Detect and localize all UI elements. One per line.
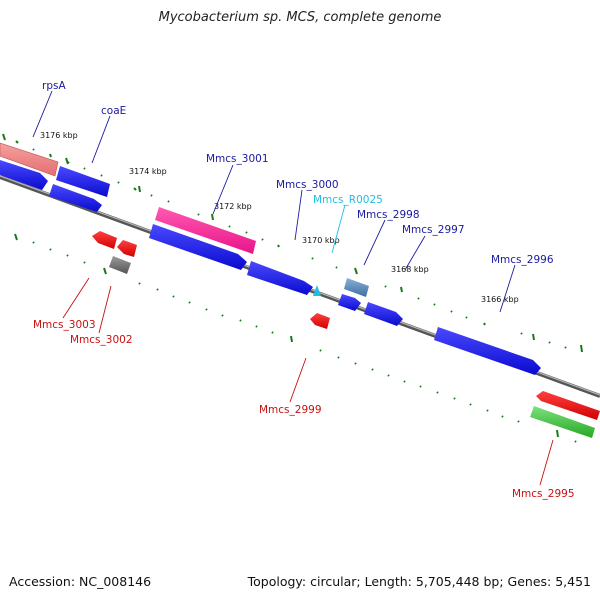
tick-label: 3166 kbp xyxy=(481,295,519,304)
leader-lines xyxy=(32,90,554,486)
label-Mmcs_2999[interactable]: Mmcs_2999 xyxy=(259,404,322,416)
blue-gene-d[interactable] xyxy=(338,294,361,311)
upper-tick-track xyxy=(2,133,583,353)
label-Mmcs_2995[interactable]: Mmcs_2995 xyxy=(512,488,575,500)
label-Mmcs_3003[interactable]: Mmcs_3003 xyxy=(33,319,96,331)
blue-gene-b[interactable] xyxy=(49,184,102,212)
label-coaE[interactable]: coaE xyxy=(101,105,126,117)
blue-gene-c[interactable] xyxy=(149,224,247,270)
tick-label: 3168 kbp xyxy=(391,265,429,274)
genome-summary-text: Topology: circular; Length: 5,705,448 bp… xyxy=(247,574,591,589)
label-Mmcs_3001[interactable]: Mmcs_3001 xyxy=(206,153,269,165)
Mmcs_3003-gene[interactable] xyxy=(92,231,117,249)
label-Mmcs_3000[interactable]: Mmcs_3000 xyxy=(276,179,339,191)
tick-label: 3176 kbp xyxy=(40,131,78,140)
Mmcs_3000-gene[interactable] xyxy=(247,261,313,295)
label-Mmcs_2998[interactable]: Mmcs_2998 xyxy=(357,209,420,221)
tick-labels: 3176 kbp 3174 kbp 3172 kbp 3170 kbp 3168… xyxy=(40,131,519,304)
forward-gene-labels: rpsA coaE Mmcs_3001 Mmcs_3000 Mmcs_R0025… xyxy=(42,80,554,266)
Mmcs_R0025-feature[interactable] xyxy=(313,285,321,296)
lower-tick-track xyxy=(14,233,577,443)
label-Mmcs_2997[interactable]: Mmcs_2997 xyxy=(402,224,465,236)
forward-strand-features xyxy=(0,142,541,375)
Mmcs_2996-gene[interactable] xyxy=(434,327,541,375)
Mmcs_3002-gene[interactable] xyxy=(109,256,131,274)
Mmcs_2999-gene[interactable] xyxy=(310,313,330,329)
accession-text: Accession: NC_008146 xyxy=(9,574,152,589)
label-Mmcs_3002[interactable]: Mmcs_3002 xyxy=(70,334,133,346)
tick-label: 3174 kbp xyxy=(129,167,167,176)
coaE-gene[interactable] xyxy=(56,166,110,197)
Mmcs_3001-gene[interactable] xyxy=(155,207,256,254)
Mmcs_2995-gene[interactable] xyxy=(530,406,595,438)
map-title: Mycobacterium sp. MCS, complete genome xyxy=(158,10,442,25)
rpsA-gene[interactable] xyxy=(0,142,59,177)
reverse-gene-labels: Mmcs_3003 Mmcs_3002 Mmcs_2999 Mmcs_2995 xyxy=(33,319,575,500)
reverse-strand-features xyxy=(92,231,600,438)
blue-gene-a[interactable] xyxy=(0,160,48,190)
label-Mmcs_R0025[interactable]: Mmcs_R0025 xyxy=(313,194,383,206)
label-Mmcs_2996[interactable]: Mmcs_2996 xyxy=(491,254,554,266)
tick-label: 3170 kbp xyxy=(302,236,340,245)
label-rpsA[interactable]: rpsA xyxy=(42,80,66,92)
Mmcs_2997-gene[interactable] xyxy=(364,302,403,326)
tick-label: 3172 kbp xyxy=(214,202,252,211)
Mmcs_2998-gene[interactable] xyxy=(344,278,369,297)
red-gene-e[interactable] xyxy=(536,391,600,420)
red-gene-small[interactable] xyxy=(117,240,137,257)
